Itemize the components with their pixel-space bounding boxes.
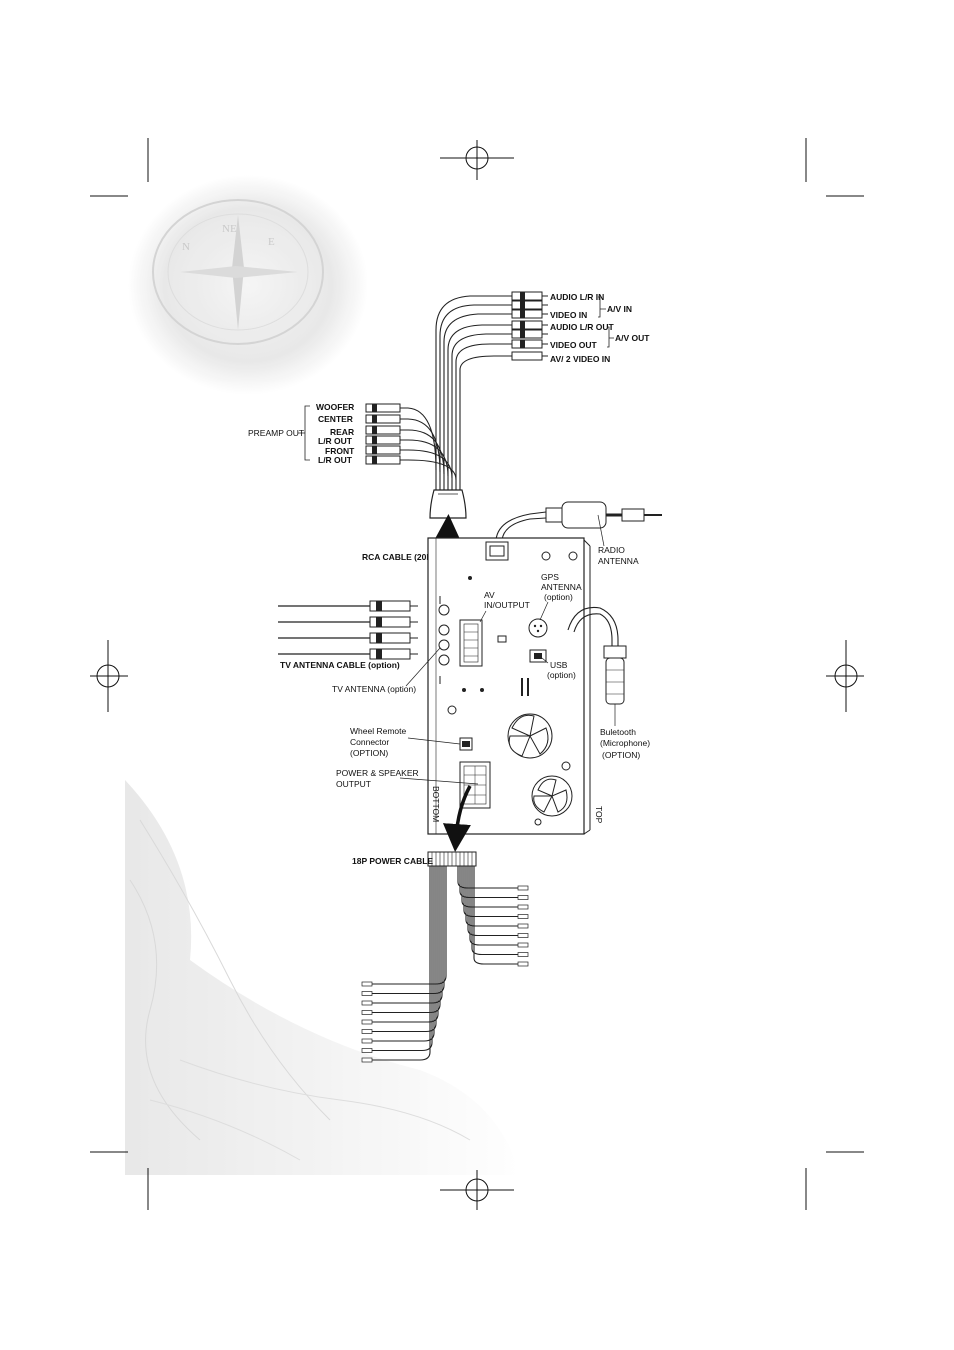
rca-20pin-connector (429, 489, 467, 519)
wire-terminal (517, 895, 529, 900)
svg-text:NE: NE (222, 223, 237, 235)
crop-marks (90, 138, 864, 1210)
svg-text:E: E (268, 236, 275, 248)
audio-lr-out-label: AUDIO L/R OUT (550, 322, 615, 332)
registration-mark-left (90, 640, 128, 712)
wire-terminal (517, 914, 529, 919)
microphone-label: (Microphone) (600, 738, 650, 748)
power-wire (372, 866, 433, 1052)
gps-antenna-label: ANTENNA (541, 582, 582, 592)
registration-mark-right (826, 640, 864, 712)
video-in-label: VIDEO IN (550, 310, 587, 320)
map-watermark (125, 780, 520, 1175)
bluetooth-label: Buletooth (600, 727, 636, 737)
power-wire (473, 866, 518, 965)
av-in-output-label: IN/OUTPUT (484, 600, 530, 610)
top-label: TOP (594, 806, 604, 824)
rear-label: REAR (330, 427, 354, 437)
gps-option-label: (option) (544, 592, 573, 602)
wire-terminal (361, 1019, 373, 1025)
video-out-label: VIDEO OUT (550, 340, 598, 350)
output-label: OUTPUT (336, 779, 371, 789)
wheel-option-label: (OPTION) (350, 748, 388, 758)
power-wire (467, 866, 518, 937)
wire-terminal (361, 981, 373, 987)
wire-terminal (361, 1057, 373, 1063)
rca-cable-label: RCA CABLE (20PIN) (362, 552, 444, 562)
power-wire (457, 866, 518, 889)
rear-lr-out-label: L/R OUT (318, 436, 353, 446)
usb-option-label: (option) (547, 670, 576, 680)
power-18p-connector (427, 851, 477, 867)
front-label: FRONT (325, 446, 355, 456)
gps-label: GPS (541, 572, 559, 582)
av-label: AV (484, 590, 495, 600)
power-wire (372, 866, 431, 1061)
wheel-remote-label: Wheel Remote (350, 726, 406, 736)
radio-antenna-label: ANTENNA (598, 556, 639, 566)
power-wire (372, 866, 445, 995)
front-lr-out-label: L/R OUT (318, 455, 353, 465)
preamp-bracket (298, 405, 310, 461)
wire-terminal (361, 991, 373, 996)
av-rca-wires (435, 291, 548, 490)
wire-terminal (517, 885, 529, 891)
head-unit-chassis (427, 537, 591, 835)
bluetooth-option-label: (OPTION) (602, 750, 640, 760)
radio-label: RADIO (598, 545, 625, 555)
av2-video-in-label: AV/ 2 VIDEO IN (550, 354, 610, 364)
bottom-label: BOTTOM (431, 786, 441, 822)
wire-terminal (517, 961, 529, 967)
bluetooth-microphone-cable (567, 606, 627, 726)
woofer-label: WOOFER (316, 402, 354, 412)
power-cable-arrow (442, 785, 472, 852)
power-wire (469, 866, 518, 946)
svg-text:N: N (182, 241, 190, 253)
av-in-label: A/V IN (607, 304, 632, 314)
power-wire (372, 866, 439, 1023)
wire-terminal (361, 1038, 373, 1044)
registration-mark-bottom (440, 1170, 514, 1210)
av-in-bracket (598, 296, 606, 318)
wire-terminal (517, 904, 529, 910)
registration-mark-top (440, 140, 514, 180)
center-label: CENTER (318, 414, 353, 424)
av-out-bracket (607, 326, 614, 348)
av-out-label: A/V OUT (615, 333, 650, 343)
power-wire (459, 866, 518, 899)
power-wire (471, 866, 518, 956)
audio-lr-in-label: AUDIO L/R IN (550, 292, 604, 302)
wire-terminal (517, 933, 529, 938)
wire-terminal (517, 942, 529, 948)
tv-antenna-cable-label: TV ANTENNA CABLE (option) (280, 660, 400, 670)
power-wire (372, 866, 435, 1042)
preamp-rca-wires (365, 403, 457, 481)
wire-terminal (361, 1010, 373, 1015)
wire-terminal (361, 1000, 373, 1006)
power-harness-wires (361, 866, 529, 1063)
power-wire (372, 866, 437, 1033)
wire-terminal (361, 1048, 373, 1053)
power-speaker-label: POWER & SPEAKER (336, 768, 419, 778)
power-wire (372, 866, 447, 985)
power-cable-label: 18P POWER CABLE (352, 856, 433, 866)
wire-terminal (517, 952, 529, 957)
compass-watermark: NE E N (128, 175, 368, 395)
tv-antenna-label: TV ANTENNA (option) (332, 684, 416, 694)
wheel-connector-label: Connector (350, 737, 389, 747)
rca-plug (511, 291, 548, 361)
tv-antenna-cables (278, 600, 441, 687)
wire-terminal (361, 1029, 373, 1034)
wire-terminal (517, 923, 529, 929)
preamp-out-label: PREAMP OUT (248, 428, 304, 438)
usb-label: USB (550, 660, 568, 670)
